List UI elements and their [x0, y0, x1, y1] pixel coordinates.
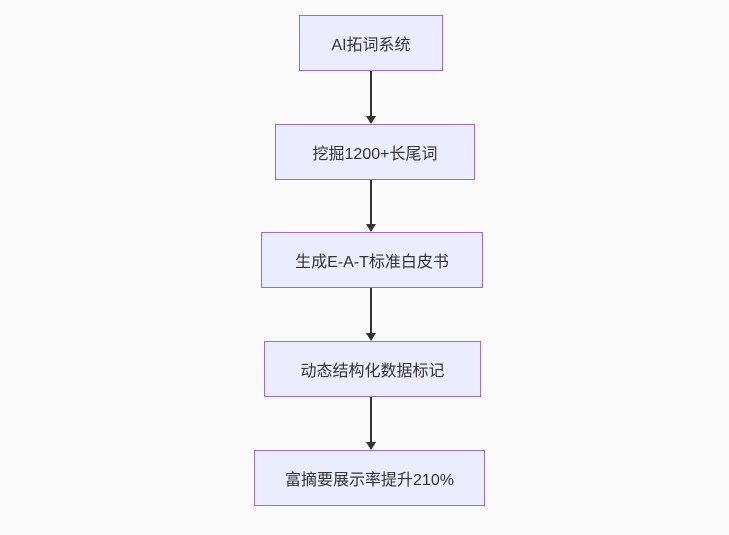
flow-node-label: 挖掘1200+长尾词 [312, 146, 438, 163]
flow-node-label: 动态结构化数据标记 [300, 363, 445, 380]
flow-node-structured-data: 动态结构化数据标记 [264, 341, 481, 397]
flow-arrow-2 [365, 180, 377, 232]
arrowhead-down-icon [366, 116, 376, 124]
arrow-line [370, 288, 372, 334]
flow-node-rich-snippet-result: 富摘要展示率提升210% [254, 450, 485, 506]
arrowhead-down-icon [366, 333, 376, 341]
flow-node-label: 富摘要展示率提升210% [285, 472, 454, 489]
flow-arrow-3 [365, 288, 377, 341]
flow-node-label: AI拓词系统 [331, 37, 411, 54]
arrowhead-down-icon [366, 442, 376, 450]
flow-arrow-4 [365, 397, 377, 450]
flow-arrow-1 [365, 71, 377, 124]
arrow-line [370, 71, 372, 117]
flow-node-longtail-keywords: 挖掘1200+长尾词 [275, 124, 475, 180]
flow-node-eat-whitepaper: 生成E-A-T标准白皮书 [261, 232, 483, 288]
arrow-line [370, 180, 372, 225]
flow-node-ai-system: AI拓词系统 [299, 15, 443, 71]
arrowhead-down-icon [366, 224, 376, 232]
arrow-line [370, 397, 372, 443]
flow-node-label: 生成E-A-T标准白皮书 [295, 254, 449, 271]
